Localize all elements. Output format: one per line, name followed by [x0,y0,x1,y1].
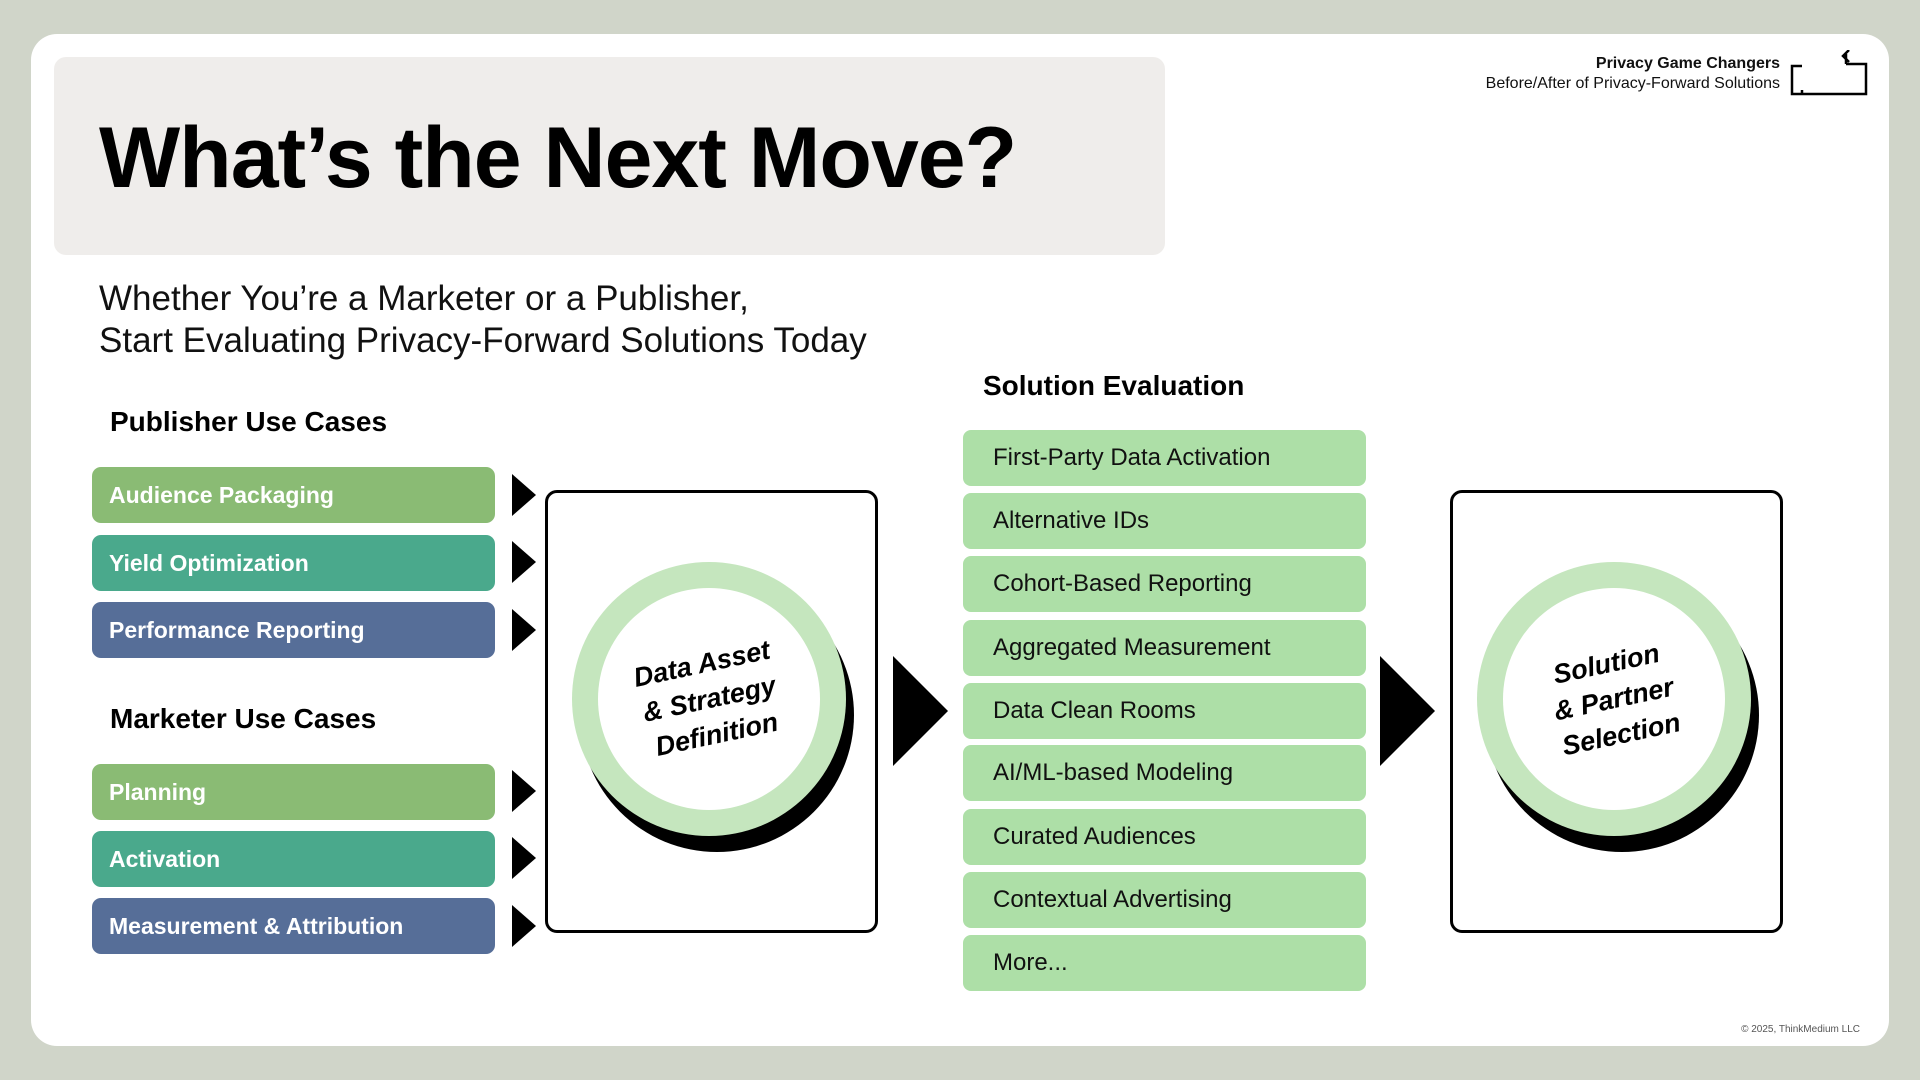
solution-item: First-Party Data Activation [963,430,1366,486]
use-case-planning: Planning [92,764,495,820]
arrow-icon [512,541,536,583]
series-name: Privacy Game Changers [1595,55,1780,72]
solution-evaluation-heading: Solution Evaluation [983,370,1245,401]
strategy-definition-label: Data Asset & Strategy Definition [630,634,781,762]
use-case-audience-packaging: Audience Packaging [92,467,495,523]
subtitle-line-2: Start Evaluating Privacy-Forward Solutio… [99,321,867,360]
arrow-icon [512,609,536,651]
ring-outer: Data Asset & Strategy Definition [572,562,846,836]
title-panel: What’s the Next Move? [54,57,1165,255]
solution-item: Cohort-Based Reporting [963,556,1366,612]
use-case-performance-reporting: Performance Reporting [92,602,495,658]
header-meta: Privacy Game Changers Before/After of Pr… [1486,54,1780,94]
solution-item: Alternative IDs [963,493,1366,549]
solution-item: More... [963,935,1366,991]
subtitle-line-1: Whether You’re a Marketer or a Publisher… [99,279,749,318]
arrow-icon [512,905,536,947]
return-arrow-frame-icon [1790,50,1868,96]
use-case-measurement-attribution: Measurement & Attribution [92,898,495,954]
flow-arrow-icon [1380,656,1435,766]
solution-item: AI/ML-based Modeling [963,745,1366,801]
solution-item: Aggregated Measurement [963,620,1366,676]
arrow-icon [512,837,536,879]
solution-item: Contextual Advertising [963,872,1366,928]
subtitle: Whether You’re a Marketer or a Publisher… [99,278,867,362]
page-title: What’s the Next Move? [99,110,1017,206]
ring-outer: Solution & Partner Selection [1477,562,1751,836]
arrow-icon [512,770,536,812]
series-topic: Before/After of Privacy-Forward Solution… [1485,75,1780,92]
use-case-activation: Activation [92,831,495,887]
partner-selection-ring: Solution & Partner Selection [1477,562,1762,852]
arrow-icon [512,474,536,516]
copyright-footer: © 2025, ThinkMedium LLC [1741,1024,1860,1035]
use-case-yield-optimization: Yield Optimization [92,535,495,591]
strategy-definition-ring: Data Asset & Strategy Definition [572,562,857,852]
solution-item: Curated Audiences [963,809,1366,865]
solution-item: Data Clean Rooms [963,683,1366,739]
flow-arrow-icon [893,656,948,766]
partner-selection-label: Solution & Partner Selection [1550,637,1684,762]
publisher-use-cases-heading: Publisher Use Cases [110,406,388,437]
marketer-use-cases-heading: Marketer Use Cases [110,703,377,734]
